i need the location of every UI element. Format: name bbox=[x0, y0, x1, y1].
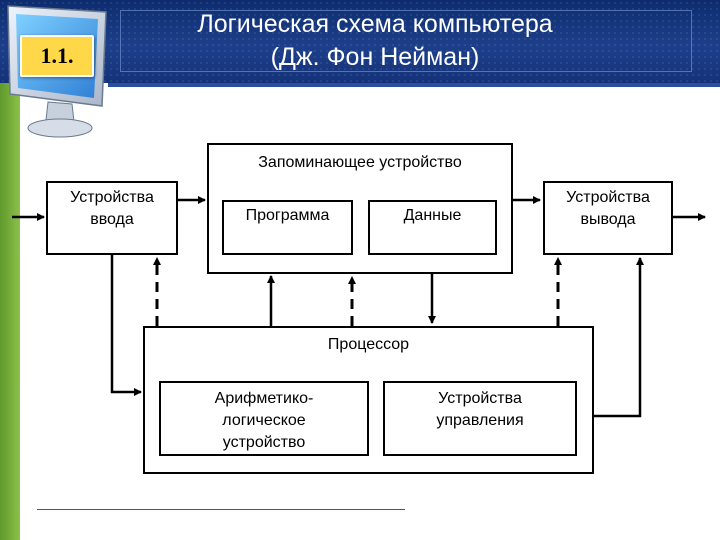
output-label-line-2: вывода bbox=[580, 211, 636, 228]
slide-header bbox=[0, 0, 720, 83]
input-label-line-1: Устройства bbox=[70, 189, 154, 206]
alu-label-line-1: Арифметико- bbox=[214, 390, 314, 407]
output-label-line-1: Устройства bbox=[566, 189, 650, 206]
control-unit-label-line-2: управления bbox=[436, 412, 524, 429]
title-line-2: (Дж. Фон Нейман) bbox=[270, 43, 480, 71]
footer-rule bbox=[37, 509, 405, 510]
alu-box: Арифметико- логическое устройство bbox=[159, 381, 369, 456]
header-pattern bbox=[0, 0, 720, 83]
data-box: Данные bbox=[368, 200, 497, 255]
input-label-line-2: ввода bbox=[90, 211, 134, 228]
control-unit-label-line-1: Устройства bbox=[438, 390, 522, 407]
output-devices-box: Устройства вывода bbox=[543, 181, 673, 255]
data-label: Данные bbox=[403, 207, 462, 224]
alu-label-line-3: устройство bbox=[222, 434, 306, 451]
control-unit-box: Устройства управления bbox=[383, 381, 577, 456]
program-box: Программа bbox=[222, 200, 353, 255]
slide-number-badge: 1.1. bbox=[20, 35, 94, 77]
processor-label: Процессор bbox=[327, 336, 410, 353]
header-frame bbox=[120, 10, 692, 72]
side-accent-bar bbox=[0, 83, 20, 540]
title-line-1: Логическая схема компьютера bbox=[197, 10, 553, 38]
alu-label-line-2: логическое bbox=[222, 412, 306, 429]
slide-title: Логическая схема компьютера (Дж. Фон Ней… bbox=[115, 8, 635, 74]
arrow-processor-to-output bbox=[593, 257, 644, 418]
memory-unit-label: Запоминающее устройство bbox=[258, 154, 462, 171]
input-devices-box: Устройства ввода bbox=[46, 181, 178, 255]
header-divider bbox=[108, 83, 720, 87]
program-label: Программа bbox=[245, 207, 330, 224]
arrow-input-to-processor bbox=[110, 254, 142, 396]
